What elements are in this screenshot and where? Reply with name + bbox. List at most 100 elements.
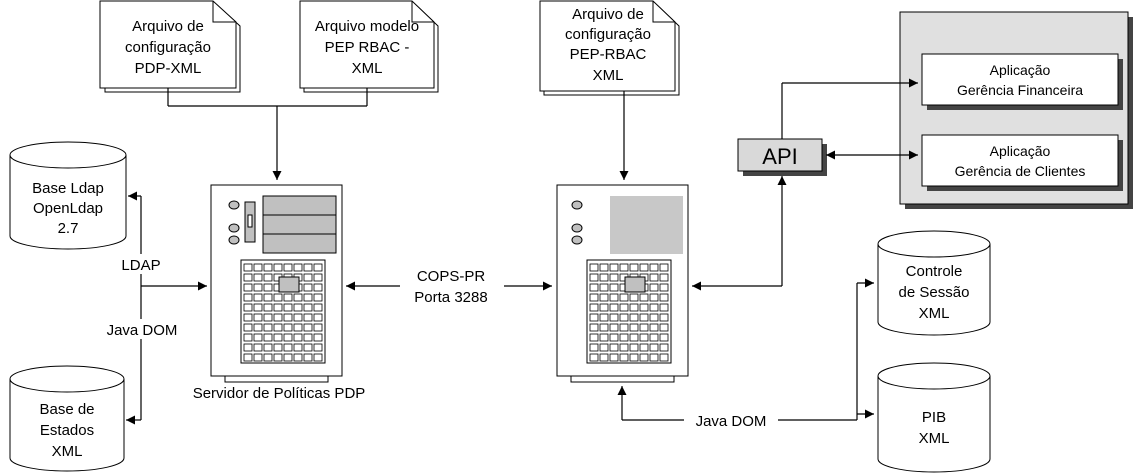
- vent-slot: [243, 293, 253, 302]
- vent-slot: [649, 273, 659, 282]
- vent-slot: [293, 303, 303, 312]
- vent-slot: [243, 323, 253, 332]
- vent-slot: [293, 313, 303, 322]
- vent-slot: [293, 293, 303, 302]
- vent-slot: [273, 333, 283, 342]
- vent-slot: [599, 313, 609, 322]
- vent-slot: [263, 343, 273, 352]
- vent-slot: [253, 343, 263, 352]
- vent-slot: [303, 333, 313, 342]
- vent-slot: [303, 293, 313, 302]
- vent-slot: [639, 303, 649, 312]
- vent-slot: [609, 313, 619, 322]
- vent-slot: [629, 313, 639, 322]
- vent-slot: [629, 353, 639, 362]
- db-ldap-line1: Base Ldap: [32, 180, 104, 197]
- vent-slot: [293, 343, 303, 352]
- vent-slot: [283, 313, 293, 322]
- vent-slot: [589, 353, 599, 362]
- vent-slot: [599, 283, 609, 292]
- vent-slot: [303, 273, 313, 282]
- vent-slot: [263, 313, 273, 322]
- app-clientes-line2: Gerência de Clientes: [955, 163, 1086, 179]
- vent-slot: [253, 303, 263, 312]
- vent-slot: [293, 353, 303, 362]
- vent-slot: [609, 333, 619, 342]
- vent-slot: [243, 343, 253, 352]
- doc-pep-model-line1: Arquivo modelo: [315, 18, 419, 35]
- app-clientes-box: Aplicação Gerência de Clientes: [921, 134, 1123, 191]
- vent-slot: [273, 323, 283, 332]
- vent-slot: [659, 263, 669, 272]
- vent-slot: [253, 263, 263, 272]
- vent-slot: [589, 263, 599, 272]
- vent-slot: [589, 303, 599, 312]
- vent-slot: [589, 343, 599, 352]
- vent-slot: [253, 333, 263, 342]
- doc-pep-config-line3: PEP-RBAC: [570, 46, 647, 63]
- vent-slot: [649, 333, 659, 342]
- vent-slot: [609, 293, 619, 302]
- vent-slot: [243, 333, 253, 342]
- vent-slot: [303, 283, 313, 292]
- vent-slot: [293, 263, 303, 272]
- vent-slot: [629, 333, 639, 342]
- vent-slot: [639, 353, 649, 362]
- server-pdp-label: Servidor de Políticas PDP: [193, 385, 366, 402]
- vent-slot: [273, 353, 283, 362]
- db-ldap-line3: 2.7: [58, 220, 79, 237]
- db-estados-line2: Estados: [40, 422, 94, 439]
- vent-slot: [313, 283, 323, 292]
- db-pib-line1: PIB: [922, 409, 946, 426]
- vent-slot: [609, 353, 619, 362]
- doc-pdp-config-line2: configuração: [125, 39, 211, 56]
- vent-slot: [253, 293, 263, 302]
- vent-slot: [273, 263, 283, 272]
- vent-slot: [649, 283, 659, 292]
- vent-slot: [589, 323, 599, 332]
- doc-pep-model-line2: PEP RBAC -: [325, 39, 410, 56]
- vent-slot: [293, 323, 303, 332]
- app-clientes-line1: Aplicação: [990, 143, 1051, 159]
- vent-slot: [649, 343, 659, 352]
- vent-slot: [263, 273, 273, 282]
- vent-slot: [253, 313, 263, 322]
- db-controle: Controle de Sessão XML: [877, 230, 991, 336]
- vent-slot: [253, 323, 263, 332]
- api-box: API: [737, 138, 827, 176]
- db-estados-line3: XML: [52, 443, 83, 460]
- vent-slot: [273, 293, 283, 302]
- vent-slot: [619, 323, 629, 332]
- vent-slot: [263, 353, 273, 362]
- vent-slot: [609, 303, 619, 312]
- vent-slot: [599, 343, 609, 352]
- vent-slot: [243, 303, 253, 312]
- vent-slot: [619, 333, 629, 342]
- vent-slot: [303, 303, 313, 312]
- vent-slot: [263, 293, 273, 302]
- vent-slot: [599, 263, 609, 272]
- cops-pr-label: COPS-PR: [417, 268, 486, 285]
- vent-slot: [649, 303, 659, 312]
- vent-slot: [609, 323, 619, 332]
- vent-slot: [659, 273, 669, 282]
- db-pib: PIB XML: [877, 362, 991, 473]
- vent-slot: [253, 273, 263, 282]
- vent-slot: [609, 343, 619, 352]
- vent-slot: [649, 353, 659, 362]
- db-controle-line1: Controle: [906, 263, 963, 280]
- vent-slot: [649, 313, 659, 322]
- vent-slot: [599, 333, 609, 342]
- vent-slot: [609, 273, 619, 282]
- vent-slot: [263, 283, 273, 292]
- db-controle-line2: de Sessão: [899, 284, 970, 301]
- api-label: API: [762, 144, 797, 169]
- db-controle-line3: XML: [919, 305, 950, 322]
- pep-server: [556, 184, 689, 383]
- vent-slot: [243, 283, 253, 292]
- doc-pep-config: Arquivo de configuração PEP-RBAC XML: [539, 0, 680, 96]
- app-financeira-box: Aplicação Gerência Financeira: [921, 53, 1123, 110]
- connectors: [126, 78, 918, 425]
- java-dom-bottom-label: Java DOM: [696, 413, 767, 430]
